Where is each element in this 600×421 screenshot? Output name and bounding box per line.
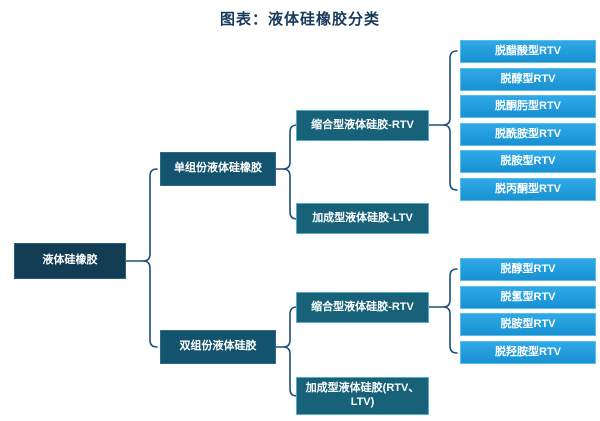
brace-single-curve <box>282 124 298 220</box>
leaf-deamide-rtv: 脱酰胺型RTV <box>460 123 596 146</box>
node-double-component: 双组份液体硅胶 <box>160 330 276 364</box>
leaf-dealcohol-rtv-1: 脱醇型RTV <box>460 68 596 91</box>
leaf-deketoxime-rtv: 脱酮肟型RTV <box>460 95 596 118</box>
leaf-dealcohol-rtv-2: 脱醇型RTV <box>460 258 596 281</box>
node-condensation-rtv-bottom: 缩合型液体硅胶-RTV <box>296 292 429 323</box>
page-title: 图表：液体硅橡胶分类 <box>219 11 380 28</box>
leaf-dehydrogen-rtv: 脱氢型RTV <box>460 286 596 309</box>
leaf-deacetic-rtv: 脱醋酸型RTV <box>460 40 596 63</box>
node-addition-rtv-ltv: 加成型液体硅胶(RTV、LTV) <box>296 377 429 415</box>
brace-cond1-curve <box>442 50 458 191</box>
node-condensation-rtv-top: 缩合型液体硅胶-RTV <box>296 110 429 141</box>
leaf-deamine-rtv-2: 脱胺型RTV <box>460 313 596 336</box>
brace-double-curve <box>282 306 298 397</box>
leaf-deamine-rtv-1: 脱胺型RTV <box>460 150 596 173</box>
node-single-component: 单组份液体硅橡胶 <box>160 152 276 186</box>
leaf-deacetone-rtv: 脱丙酮型RTV <box>460 178 596 201</box>
node-root-liquid-silicone: 液体硅橡胶 <box>14 243 126 279</box>
node-addition-ltv: 加成型液体硅胶-LTV <box>296 203 429 234</box>
leaf-dehydroxylamine-rtv: 脱羟胺型RTV <box>460 341 596 364</box>
brace-cond2-curve <box>442 268 458 354</box>
brace-root-curve <box>142 168 158 348</box>
